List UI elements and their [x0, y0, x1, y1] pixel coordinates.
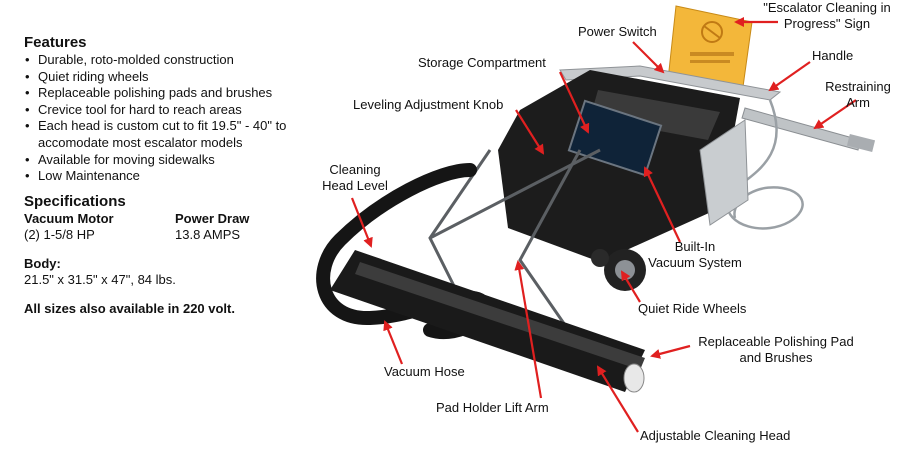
handle-callout: Handle — [812, 48, 854, 63]
vacuum-hose-callout: Vacuum Hose — [384, 364, 465, 379]
callout-arrows — [350, 17, 857, 433]
feature-item: Each head is custom cut to fit 19.5" - 4… — [24, 118, 324, 151]
body-label: Body: — [24, 255, 61, 271]
arrow-storage — [559, 71, 590, 134]
escalator-sign-shape — [667, 5, 753, 95]
power-draw-value: 13.8 AMPS — [175, 227, 241, 243]
arrow-power-switch — [632, 41, 665, 74]
power-draw-header: Power Draw — [175, 210, 250, 226]
lift-arm-callout: Pad Holder Lift Arm — [436, 400, 549, 415]
cleaning-head-callout: Adjustable Cleaning Head — [640, 428, 791, 443]
arrow-handle — [768, 61, 811, 92]
wheel-shape — [591, 249, 646, 291]
power-switch-callout: Power Switch — [578, 24, 657, 39]
feature-item: Available for moving sidewalks — [24, 152, 324, 169]
cleaning-head-level-callout: Cleaning Head Level — [322, 162, 388, 193]
sign-callout: "Escalator Cleaning in Progress" Sign — [763, 0, 891, 31]
restraining-arm-shape — [741, 107, 876, 152]
feature-item: Crevice tool for hard to reach areas — [24, 102, 324, 119]
spec-header-row: Vacuum Motor Power Draw — [24, 211, 324, 228]
cleaning-head-shape — [330, 250, 645, 393]
spec-sheet: Features Durable, roto-molded constructi… — [24, 34, 324, 316]
vacuum-motor-header: Vacuum Motor — [24, 210, 114, 226]
features-title: Features — [24, 34, 87, 51]
arrow-cleaning-level — [350, 197, 373, 248]
feature-item: Low Maintenance — [24, 168, 324, 185]
wheels-callout: Quiet Ride Wheels — [638, 301, 747, 316]
vacuum-motor-value: (2) 1-5/8 HP — [24, 227, 95, 243]
restraining-arm-callout: Restraining Arm — [825, 79, 891, 110]
voltage-note: All sizes also available in 220 volt. — [24, 300, 235, 316]
arrow-restraining — [813, 99, 857, 130]
machine-body-shape — [498, 70, 749, 262]
arrow-cleaning-head — [596, 365, 639, 433]
feature-item: Quiet riding wheels — [24, 69, 324, 86]
spec-value-row: (2) 1-5/8 HP 13.8 AMPS — [24, 227, 324, 244]
features-list: Durable, roto-molded construction Quiet … — [24, 52, 324, 185]
feature-item: Durable, roto-molded construction — [24, 52, 324, 69]
feature-item: Replaceable polishing pads and brushes — [24, 85, 324, 102]
arrow-vacuum-system — [643, 166, 681, 243]
arrow-lift-arm — [514, 260, 543, 399]
arrow-leveling — [515, 109, 545, 155]
arrow-pad — [650, 344, 691, 359]
storage-callout: Storage Compartment — [418, 55, 546, 70]
vacuum-system-callout: Built-In Vacuum System — [648, 239, 742, 270]
arrow-wheels — [620, 270, 641, 303]
leveling-knob-callout: Leveling Adjustment Knob — [353, 97, 504, 112]
specifications-title: Specifications — [24, 192, 126, 210]
body-dimensions: 21.5" x 31.5" x 47", 84 lbs. — [24, 271, 176, 287]
arrow-hose — [383, 320, 404, 365]
polishing-pad-callout: Replaceable Polishing Pad and Brushes — [698, 334, 854, 365]
power-cord-shape — [726, 99, 804, 230]
